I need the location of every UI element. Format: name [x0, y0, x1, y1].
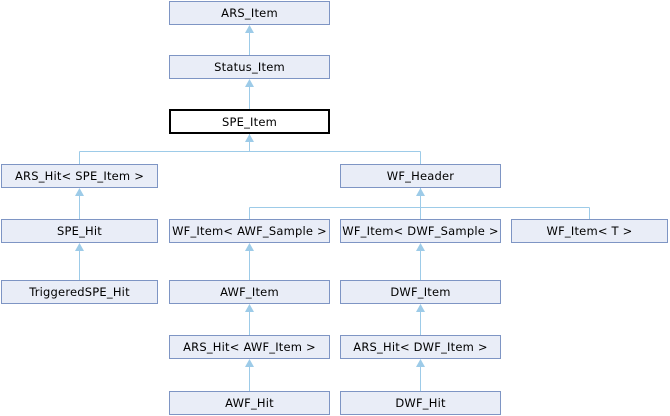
arrowhead-ars-hit-dwf: [416, 359, 425, 367]
node-spe_hit[interactable]: SPE_Hit: [1, 219, 158, 243]
arrowhead-spe-hit: [75, 243, 84, 251]
node-ars_item[interactable]: ARS_Item: [169, 1, 330, 25]
node-dwf_hit[interactable]: DWF_Hit: [340, 391, 501, 415]
node-label: DWF_Hit: [395, 396, 446, 410]
node-wf_item_awf[interactable]: WF_Item< AWF_Sample >: [169, 219, 330, 243]
arrowhead-wf-header: [416, 188, 425, 196]
node-label: ARS_Item: [221, 6, 278, 20]
node-label: AWF_Hit: [225, 396, 274, 410]
arrowhead-wf-item-awf: [245, 243, 254, 251]
node-wf_item_dwf[interactable]: WF_Item< DWF_Sample >: [340, 219, 501, 243]
arrowhead-ars-hit-spe: [75, 188, 84, 196]
node-ars_hit_spe[interactable]: ARS_Hit< SPE_Item >: [1, 164, 158, 188]
node-label: ARS_Hit< DWF_Item >: [353, 340, 488, 354]
arrowhead-status-item: [245, 79, 254, 87]
node-dwf_item[interactable]: DWF_Item: [340, 280, 501, 304]
node-label: SPE_Hit: [56, 224, 102, 238]
arrowhead-wf-item-dwf: [416, 243, 425, 251]
node-label: ARS_Hit< SPE_Item >: [14, 169, 145, 183]
node-status_item[interactable]: Status_Item: [169, 55, 330, 79]
node-label: WF_Item< AWF_Sample >: [172, 224, 327, 238]
arrowhead-ars-item: [245, 25, 254, 33]
node-label: WF_Header: [386, 169, 455, 183]
node-label: ARS_Hit< AWF_Item >: [183, 340, 316, 354]
node-label: Status_Item: [214, 60, 285, 74]
node-spe_item[interactable]: SPE_Item: [169, 109, 330, 134]
node-awf_hit[interactable]: AWF_Hit: [169, 391, 330, 415]
node-label: SPE_Item: [221, 114, 278, 129]
node-awf_item[interactable]: AWF_Item: [169, 280, 330, 304]
node-wf_header[interactable]: WF_Header: [340, 164, 501, 188]
arrowhead-awf-item: [245, 304, 254, 312]
node-label: DWF_Item: [390, 285, 451, 299]
node-label: AWF_Item: [220, 285, 279, 299]
node-ars_hit_awf[interactable]: ARS_Hit< AWF_Item >: [169, 335, 330, 359]
node-wf_item_t[interactable]: WF_Item< T >: [511, 219, 668, 243]
node-triggered_spe[interactable]: TriggeredSPE_Hit: [1, 280, 158, 304]
node-label: TriggeredSPE_Hit: [29, 285, 130, 299]
node-label: WF_Item< DWF_Sample >: [342, 224, 499, 238]
arrowhead-spe-item: [245, 134, 254, 142]
arrowhead-ars-hit-awf: [245, 359, 254, 367]
node-ars_hit_dwf[interactable]: ARS_Hit< DWF_Item >: [340, 335, 501, 359]
node-label: WF_Item< T >: [546, 224, 633, 238]
arrowhead-dwf-item: [416, 304, 425, 312]
